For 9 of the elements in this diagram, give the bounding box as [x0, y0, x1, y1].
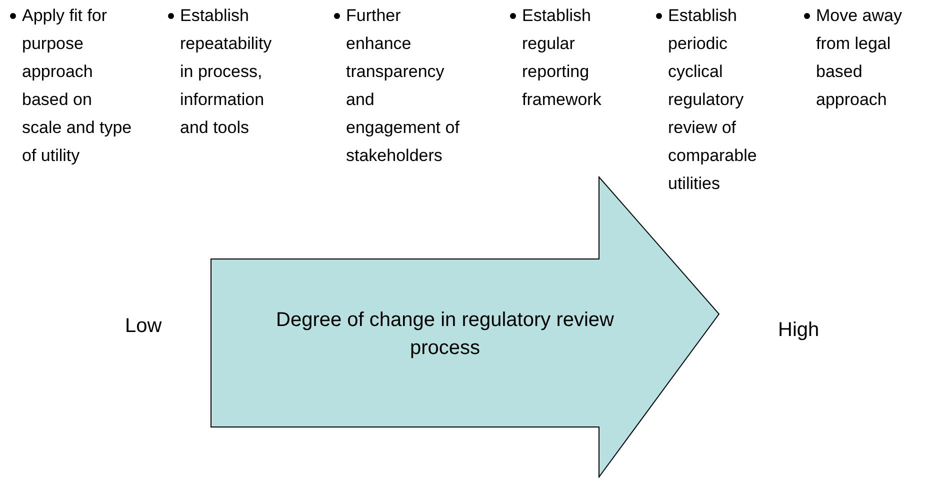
bullet-text: Establish regular reporting framework — [522, 5, 602, 111]
scale-label: High — [778, 318, 820, 342]
bullet-text: Establish periodic cyclical regulatory review of comparable utilities — [668, 5, 758, 195]
scale-label: Low — [125, 314, 162, 338]
bullet-text: Further enhance transparency and engagement of stakeholders — [346, 5, 460, 167]
arrow-text: Degree of change in regulatory review process — [275, 308, 615, 361]
bullet-text: Apply fit for purpose approach based on scale and type of utility — [22, 5, 132, 167]
bullet-text: Move away from legal based approach — [816, 5, 903, 111]
bullet-text: Establish repeatability in process, information and tools — [180, 5, 273, 139]
